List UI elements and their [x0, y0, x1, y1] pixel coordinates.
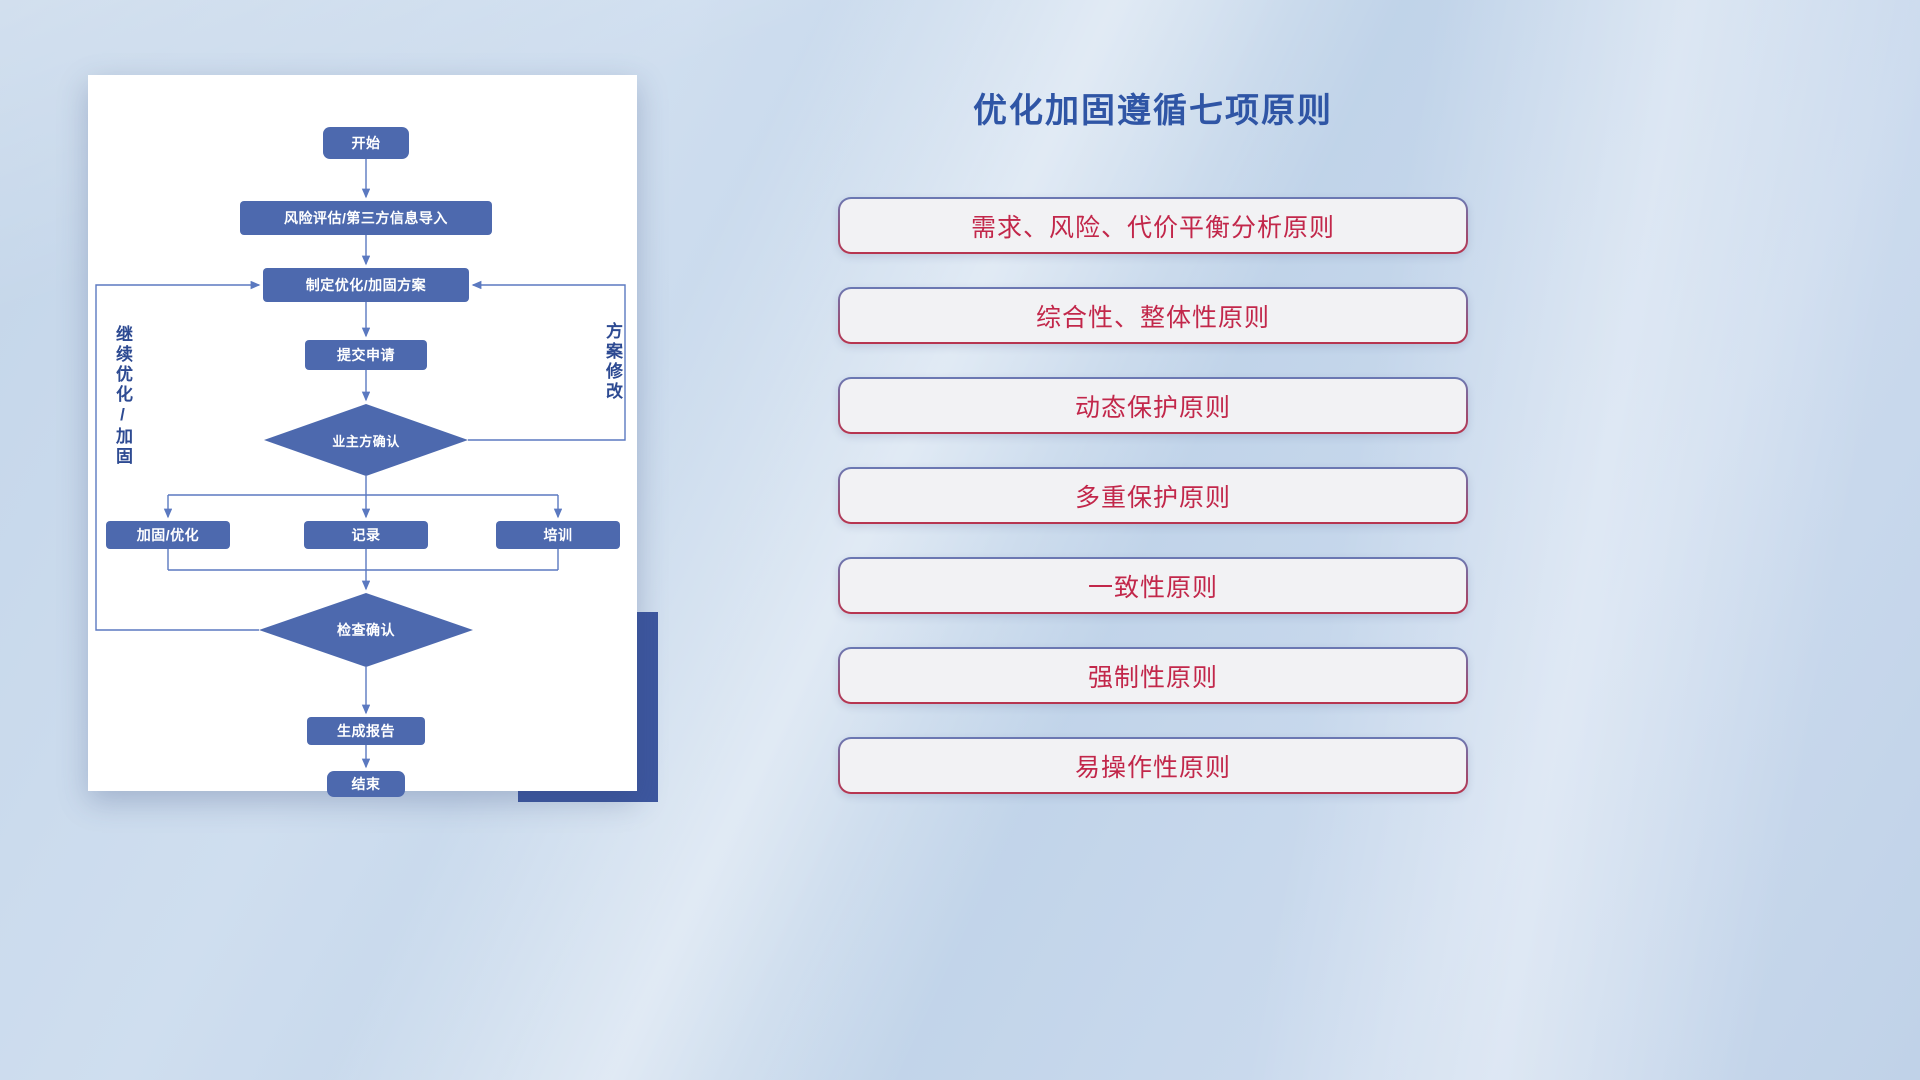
principle-item: 易操作性原则: [838, 737, 1468, 794]
flow-node-make-plan: 制定优化/加固方案: [263, 268, 469, 302]
principle-item: 强制性原则: [838, 647, 1468, 704]
principle-item: 动态保护原则: [838, 377, 1468, 434]
principle-item-label: 易操作性原则: [840, 739, 1466, 792]
principle-item-label: 综合性、整体性原则: [840, 289, 1466, 342]
flow-node-risk-import: 风险评估/第三方信息导入: [240, 201, 492, 235]
principle-item: 一致性原则: [838, 557, 1468, 614]
principle-item: 综合性、整体性原则: [838, 287, 1468, 344]
connector-lines: [95, 159, 626, 769]
principle-item: 需求、风险、代价平衡分析原则: [838, 197, 1468, 254]
flowchart-card: 开始 风险评估/第三方信息导入 制定优化/加固方案 提交申请 业主方确认 加固/…: [88, 75, 637, 797]
flowchart-connectors: [95, 159, 626, 769]
principles-panel: 优化加固遵循七项原则 需求、风险、代价平衡分析原则 综合性、整体性原则 动态保护…: [838, 90, 1468, 794]
flow-node-report: 生成报告: [307, 717, 425, 745]
flow-node-training: 培训: [496, 521, 620, 549]
flow-node-submit: 提交申请: [305, 340, 427, 370]
principle-item-label: 多重保护原则: [840, 469, 1466, 522]
loop-label-plan-modify: 方案修改: [603, 322, 622, 402]
flow-node-start: 开始: [323, 127, 409, 159]
principle-item-label: 强制性原则: [840, 649, 1466, 702]
page-title: 优化加固遵循七项原则: [973, 92, 1333, 130]
flow-node-reinforce: 加固/优化: [106, 521, 230, 549]
flow-node-end: 结束: [327, 771, 405, 797]
principle-item-label: 一致性原则: [840, 559, 1466, 612]
principle-item-label: 需求、风险、代价平衡分析原则: [840, 199, 1466, 252]
principle-item-label: 动态保护原则: [840, 379, 1466, 432]
loop-label-continue-optimize: 继续优化/加固: [113, 325, 132, 467]
flow-node-record: 记录: [304, 521, 428, 549]
principles-list: 需求、风险、代价平衡分析原则 综合性、整体性原则 动态保护原则 多重保护原则 一…: [838, 197, 1468, 794]
principle-item: 多重保护原则: [838, 467, 1468, 524]
